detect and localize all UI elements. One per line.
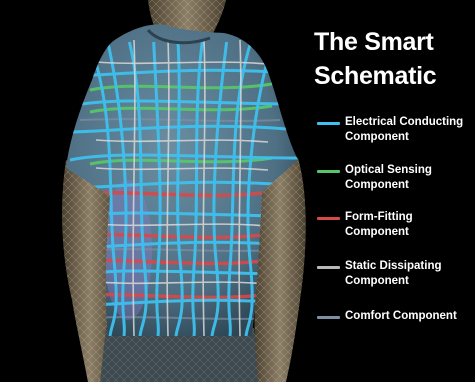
legend-label: Optical Sensing Component [345,163,473,193]
legend-item-electrical-conducting: Electrical Conducting Component [317,115,472,149]
legend-label: Static Dissipating Component [345,259,473,289]
legend-swatch-red [317,217,340,220]
title-line-1: The Smart [314,28,470,57]
legend-item-static-dissipating: Static Dissipating Component [317,259,472,293]
legend-swatch-gray [317,266,340,269]
legend-item-optical-sensing: Optical Sensing Component [317,163,472,197]
legend-swatch-green [317,170,340,173]
title-line-2: Schematic [314,62,470,91]
legend-label: Form-Fitting Component [345,210,473,240]
legend-item-form-fitting: Form-Fitting Component [317,210,472,244]
legend-swatch-slate [317,316,340,319]
legend-label: Electrical Conducting Component [345,115,473,145]
legend-swatch-blue [317,122,340,125]
legend-label: Comfort Component [345,309,473,324]
legend-item-comfort: Comfort Component [317,309,472,343]
